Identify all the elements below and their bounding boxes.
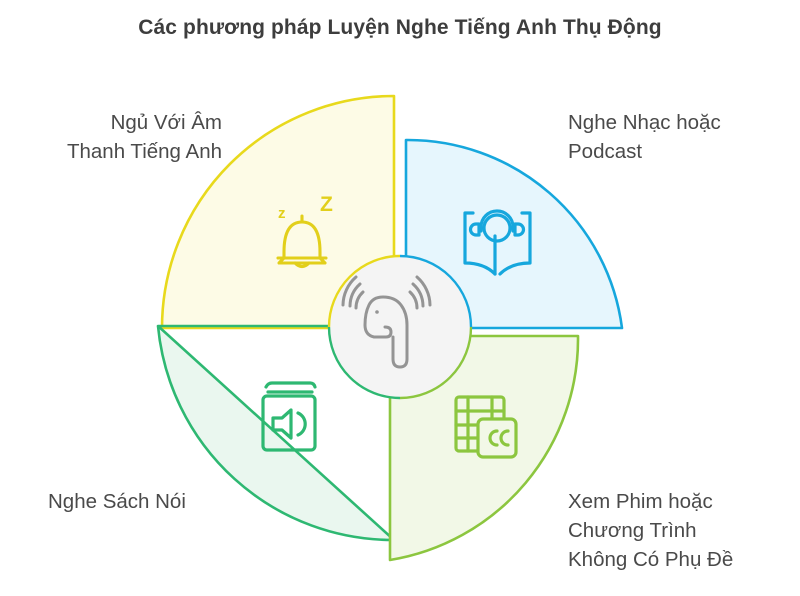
- segment-label-sleep: Ngủ Với Âm Thanh Tiếng Anh: [66, 111, 222, 163]
- audiobook-speaker-icon: [261, 381, 317, 452]
- segment-audiobook[interactable]: [156, 324, 396, 542]
- page-title: Các phương pháp Luyện Nghe Tiếng Anh Thụ…: [138, 16, 662, 39]
- segment-movies[interactable]: [388, 334, 580, 562]
- segment-sleep-sector[interactable]: [160, 94, 396, 330]
- book-headphones-icon: [463, 209, 532, 276]
- segment-music[interactable]: [404, 138, 624, 330]
- svg-text:Z: Z: [320, 193, 333, 216]
- center-ring-arc-sleep: [327, 254, 401, 328]
- segment-label-movies: Xem Phim hoặc Chương Trình Không Có Phụ …: [568, 490, 734, 571]
- center-hub-circle[interactable]: [329, 256, 471, 398]
- film-cc-icon: [454, 395, 518, 459]
- sleep-z-letters: z Z: [278, 193, 333, 222]
- svg-text:z: z: [278, 205, 286, 222]
- center-ring-arc-audiobook: [327, 326, 401, 400]
- segment-label-music: Nghe Nhạc hoặc Podcast: [568, 111, 721, 163]
- earbud-icon: [341, 275, 432, 369]
- segment-sleep[interactable]: z Z: [160, 94, 396, 330]
- center-ring-arc-music: [399, 254, 473, 328]
- sleeping-bell-icon: [276, 214, 328, 269]
- center-hub[interactable]: [327, 254, 473, 400]
- center-ring-arc-movies: [399, 326, 473, 400]
- segment-label-audiobook: Nghe Sách Nói: [48, 490, 186, 513]
